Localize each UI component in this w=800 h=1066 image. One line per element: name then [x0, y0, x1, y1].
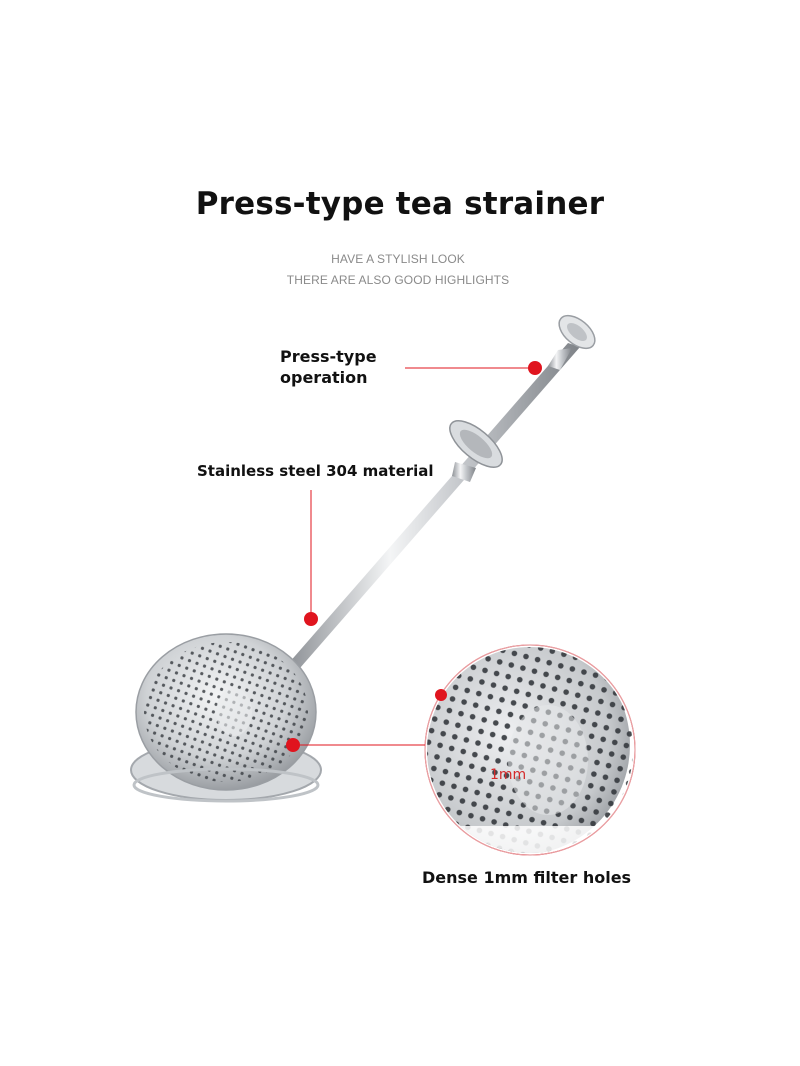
- press-knob: [548, 314, 596, 370]
- subtitle-line-1: HAVE A STYLISH LOOK: [331, 252, 465, 266]
- callout-press-type: Press-type operation: [280, 347, 377, 387]
- hole-size-label: 1mm: [490, 767, 527, 783]
- subtitle-line-2: THERE ARE ALSO GOOD HIGHLIGHTS: [286, 273, 510, 287]
- strainer-ball: [130, 633, 322, 803]
- page-title: Press-type tea strainer: [195, 186, 605, 222]
- handle-rod: [288, 343, 580, 668]
- zoom-detail: [424, 644, 636, 856]
- callout-dot-holes: [286, 738, 300, 752]
- callout-lines: [286, 361, 542, 752]
- callout-dot-material: [304, 612, 318, 626]
- callout-dot-zoom: [435, 689, 447, 701]
- callout-material: Stainless steel 304 material: [197, 462, 434, 480]
- callout-dot-press: [528, 361, 542, 375]
- callout-filter-holes: Dense 1mm filter holes: [422, 868, 632, 887]
- collar: [449, 420, 503, 482]
